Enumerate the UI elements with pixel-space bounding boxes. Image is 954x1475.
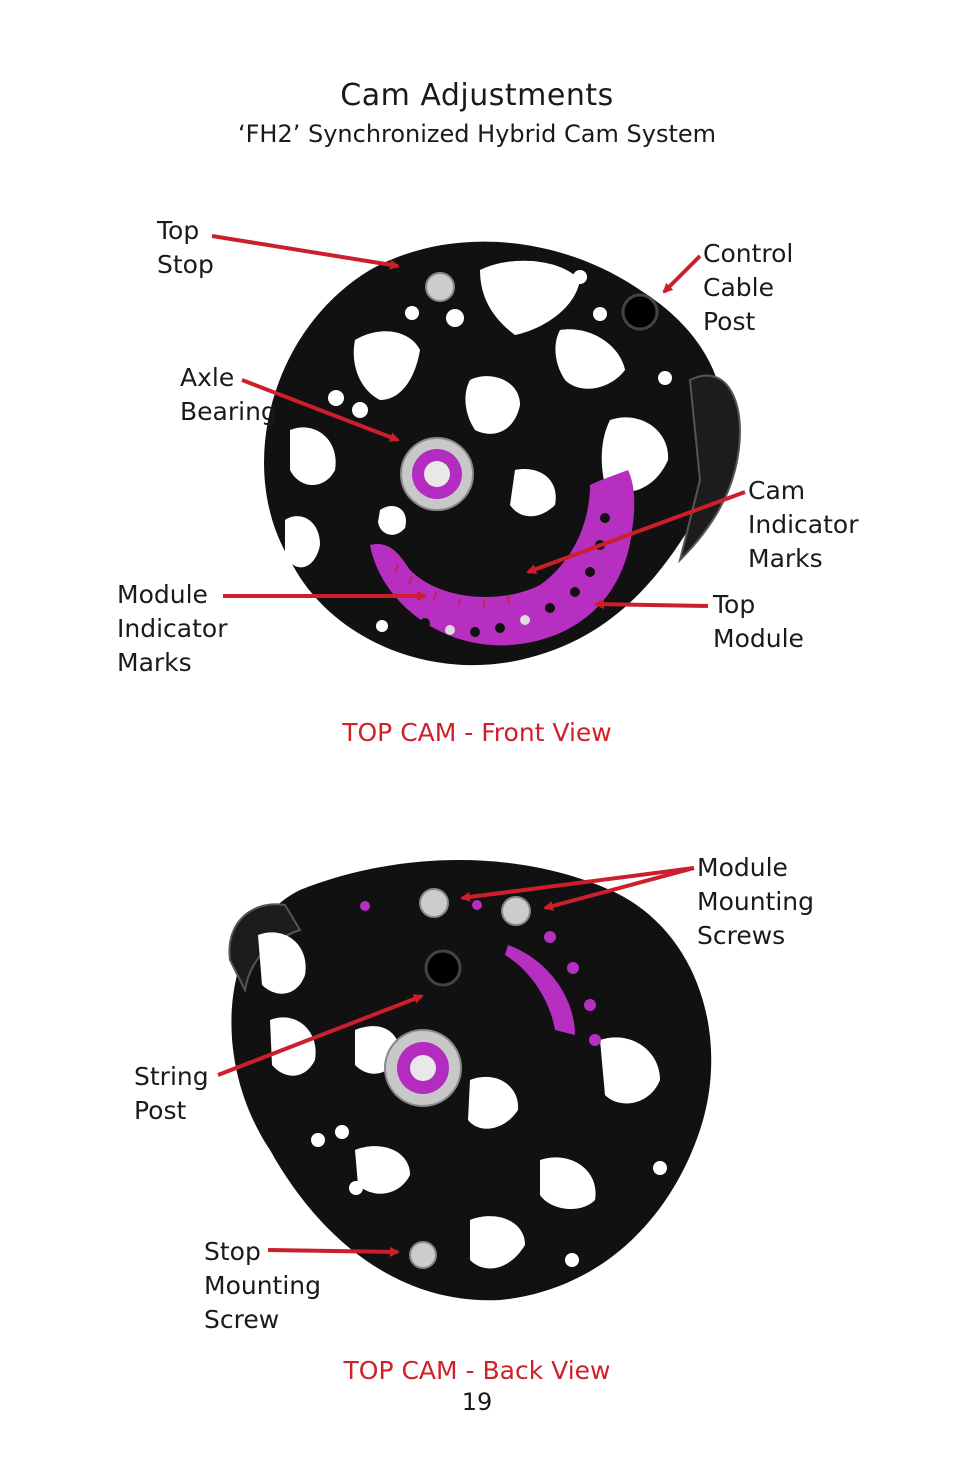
label-module-indicator-marks: Module Indicator Marks: [117, 580, 228, 677]
arrow-module-screw-2: [543, 866, 695, 911]
label-string-post: String Post: [134, 1062, 209, 1125]
label-top-stop: Top Stop: [157, 216, 214, 279]
arrow-axle-bearing: [241, 378, 400, 442]
arrow-cam-indicator-marks: [526, 490, 746, 574]
label-control-cable-post: Control Cable Post: [703, 239, 794, 336]
callout-arrows: [211, 234, 746, 1257]
back-view-caption: TOP CAM - Back View: [343, 1356, 611, 1385]
label-axle-bearing: Axle Bearing: [180, 363, 277, 426]
page-subtitle: ‘FH2’ Synchronized Hybrid Cam System: [237, 120, 717, 148]
label-stop-mounting-screw: Stop Mounting Screw: [204, 1237, 322, 1334]
arrow-stop-mounting-screw: [267, 1246, 400, 1257]
page-title: Cam Adjustments: [340, 78, 614, 113]
label-top-module: Top Module: [713, 590, 804, 653]
label-module-mounting-screws: Module Mounting Screws: [697, 853, 815, 950]
arrow-module-screw-1: [460, 866, 695, 902]
back-cam-illustration: [228, 860, 712, 1301]
arrow-control-cable-post: [662, 254, 702, 294]
arrow-top-stop: [211, 234, 400, 270]
arrow-string-post: [217, 994, 424, 1077]
page-number: 19: [461, 1388, 493, 1416]
label-cam-indicator-marks: Cam Indicator Marks: [748, 476, 859, 573]
arrow-top-module: [594, 599, 709, 610]
front-cam-illustration: [264, 241, 741, 666]
front-view-caption: TOP CAM - Front View: [342, 718, 612, 747]
